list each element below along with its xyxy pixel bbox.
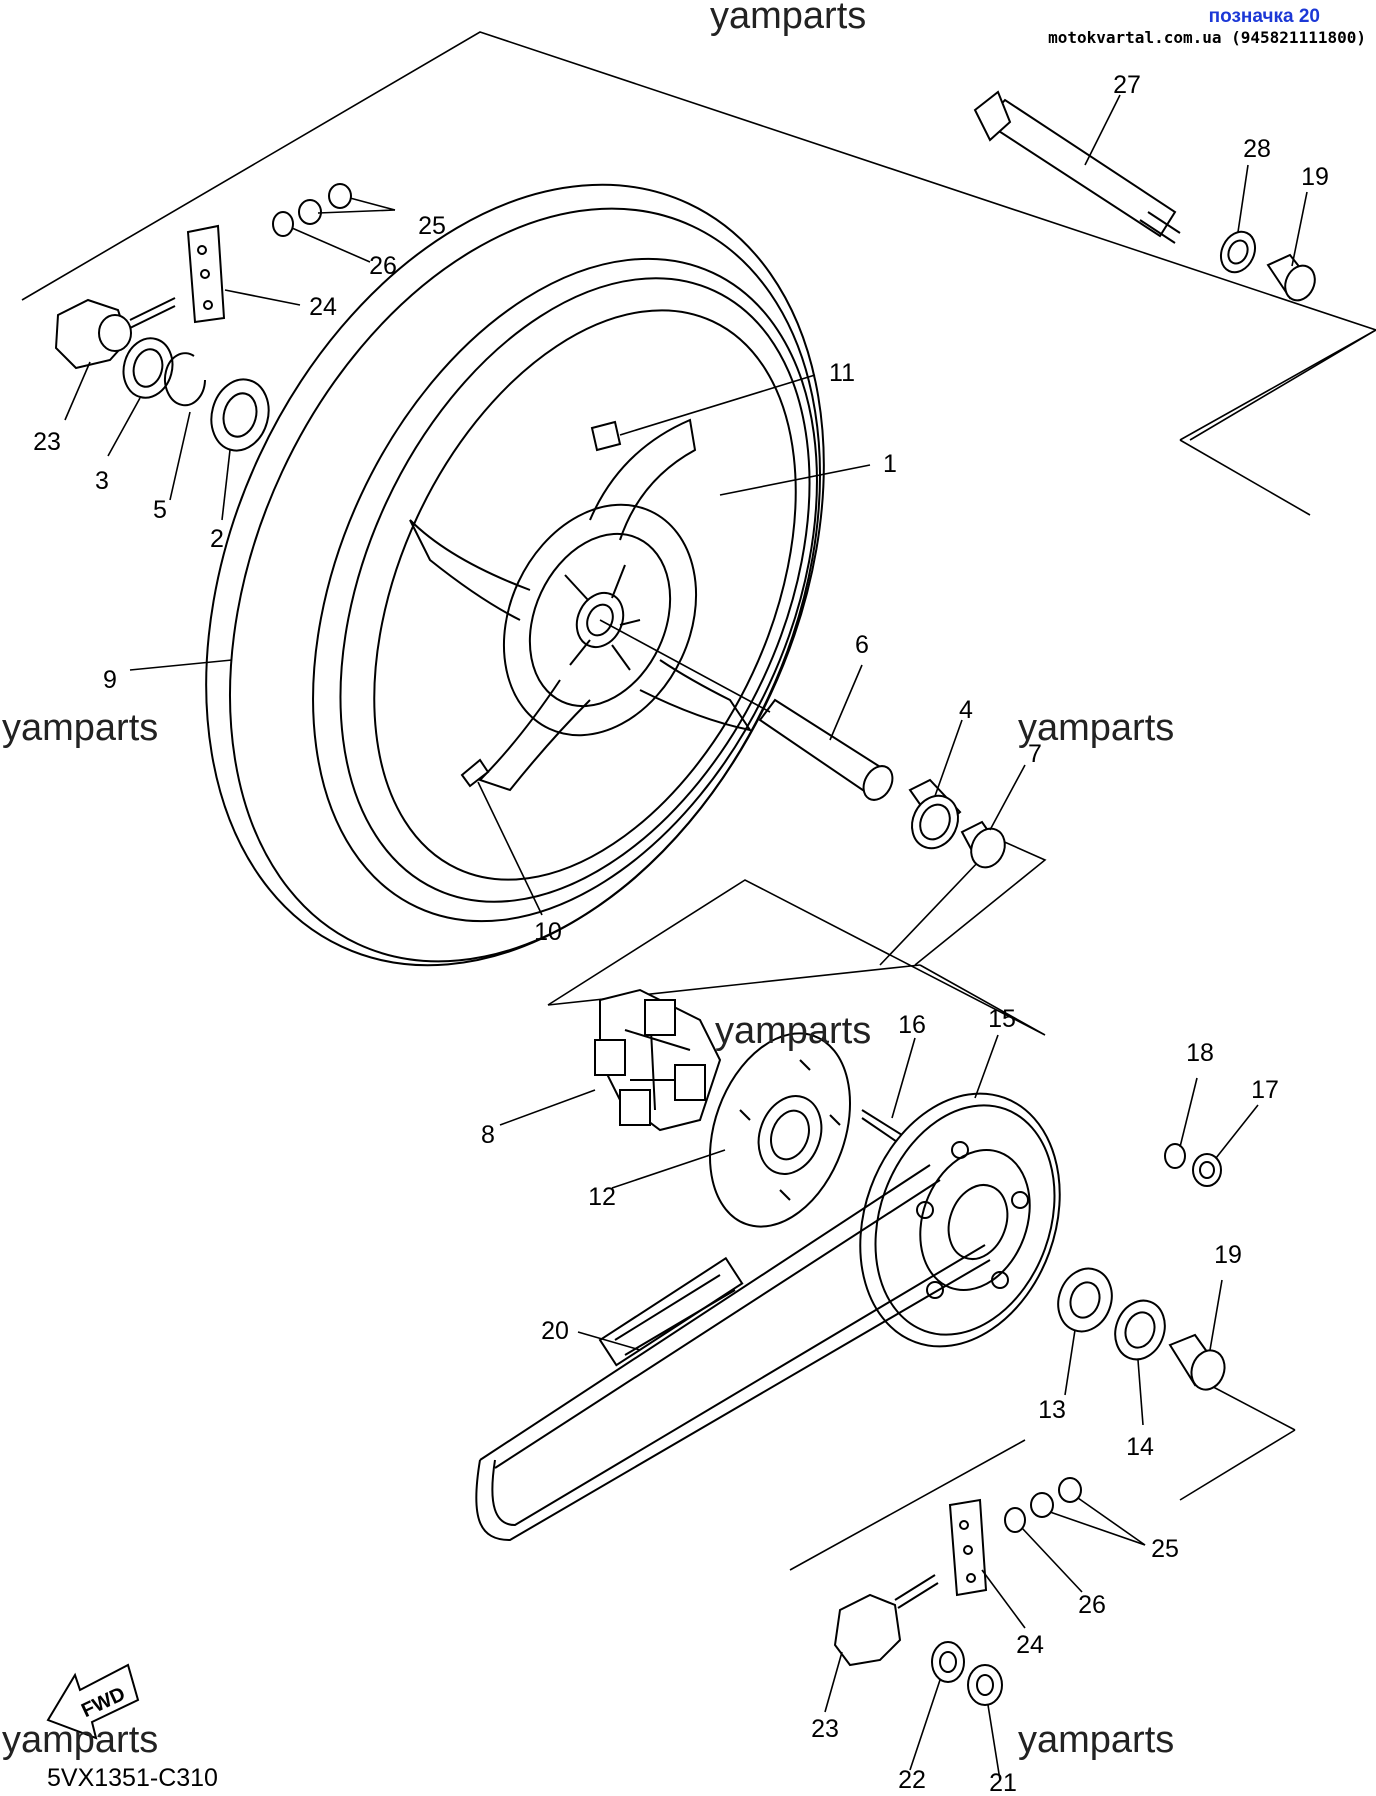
- callout-23-bottom: 23: [811, 1715, 839, 1743]
- callout-23-top: 23: [33, 428, 61, 456]
- spacer-19-bottom: [1168, 1333, 1226, 1391]
- callout-22: 22: [898, 1766, 926, 1794]
- watermark-center: yamparts: [715, 1010, 871, 1052]
- callout-8: 8: [481, 1121, 495, 1149]
- callout-25-bottom: 25: [1151, 1535, 1179, 1563]
- callout-24-top: 24: [309, 293, 337, 321]
- callout-5: 5: [153, 496, 167, 524]
- watermarks: yamparts yamparts yamparts yamparts yamp…: [2, 0, 1174, 1761]
- washer-nut-right: [1004, 1477, 1082, 1533]
- chain-puller-right: [833, 1574, 939, 1667]
- oil-seal-14: [1114, 1299, 1166, 1361]
- washer-nut-left: [272, 183, 352, 237]
- callout-9: 9: [103, 666, 117, 694]
- callout-4: 4: [959, 696, 973, 724]
- callout-15: 15: [988, 1005, 1016, 1033]
- sprocket-hub: [708, 1032, 852, 1228]
- callout-11: 11: [829, 359, 855, 387]
- axle: [973, 90, 1181, 244]
- circlip: [164, 352, 206, 407]
- callout-7: 7: [1028, 740, 1042, 768]
- watermark-right: yamparts: [1018, 707, 1174, 749]
- assembly-outline-lines: [21, 31, 1376, 1571]
- callout-1: 1: [883, 450, 897, 478]
- watermark-bottom-right: yamparts: [1018, 1719, 1174, 1761]
- callout-3: 3: [95, 467, 109, 495]
- bearing-2: [210, 378, 270, 452]
- oil-seal-left: [122, 337, 174, 399]
- collar-7: [960, 820, 1006, 869]
- callout-2: 2: [210, 525, 224, 553]
- callout-12: 12: [588, 1183, 616, 1211]
- callout-17: 17: [1251, 1076, 1279, 1104]
- callout-28: 28: [1243, 135, 1271, 163]
- callout-19-bottom: 19: [1214, 1241, 1242, 1269]
- callout-26-top: 26: [369, 252, 397, 280]
- callout-16: 16: [898, 1011, 926, 1039]
- adjust-plate-left: [186, 224, 226, 324]
- bearing-13: [1057, 1267, 1113, 1333]
- rear-wheel: [205, 183, 825, 967]
- site-credit: motokvartal.com.ua (945821111800): [1048, 28, 1366, 47]
- callout-20: 20: [541, 1317, 569, 1345]
- chain-puller-left: [54, 297, 176, 370]
- callout-19-top: 19: [1301, 163, 1329, 191]
- watermark-left: yamparts: [2, 707, 158, 749]
- callout-labels: 27 28 19 25 26 24 23 3 5 2 11 1 9 6 4 7 …: [33, 71, 1329, 1796]
- watermark-bottom-left: yamparts: [2, 1719, 158, 1761]
- nut-21: [967, 1664, 1003, 1706]
- callout-14: 14: [1126, 1433, 1154, 1461]
- fwd-arrow-icon: FWD: [46, 1663, 140, 1740]
- nut-17: [1192, 1153, 1222, 1187]
- callout-26-bottom: 26: [1078, 1591, 1106, 1619]
- collar-28: [1219, 230, 1257, 274]
- callout-13: 13: [1038, 1396, 1066, 1424]
- washer-18: [1164, 1143, 1186, 1169]
- callout-18: 18: [1186, 1039, 1214, 1067]
- header-label: позначка 20: [1208, 6, 1320, 27]
- callout-25-top: 25: [418, 212, 446, 240]
- adjust-plate-right: [948, 1498, 988, 1597]
- callout-21: 21: [989, 1769, 1017, 1796]
- leader-lines: [64, 94, 1308, 1781]
- spacer-19-top: [1266, 253, 1316, 302]
- watermark-top: yamparts: [710, 0, 866, 37]
- callout-24-bottom: 24: [1016, 1631, 1044, 1659]
- washer-22: [931, 1641, 965, 1683]
- callout-27: 27: [1113, 71, 1141, 99]
- callout-6: 6: [855, 631, 869, 659]
- hub-damper: [594, 988, 722, 1132]
- drive-chain: [475, 1164, 991, 1542]
- spacer-6: [758, 698, 894, 801]
- bearing-4: [908, 778, 962, 850]
- callout-10: 10: [534, 918, 562, 946]
- diagram-code: 5VX1351-C310: [47, 1764, 218, 1792]
